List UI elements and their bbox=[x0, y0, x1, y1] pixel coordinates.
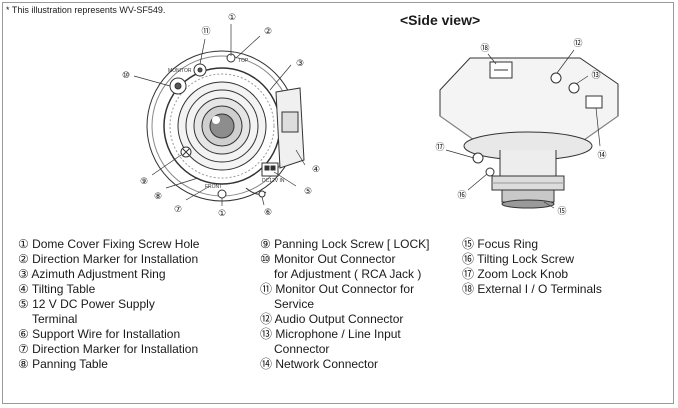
mic-in-connector bbox=[568, 82, 580, 94]
legend-item: ⑭ Network Connector bbox=[260, 357, 379, 371]
callout-1-bottom: ① bbox=[218, 209, 226, 219]
tilting-lock-screw bbox=[485, 167, 495, 177]
callout-14: ⑭ bbox=[597, 150, 606, 161]
legend-item: ⑮ Focus Ring bbox=[462, 237, 539, 251]
legend-item-continued: for Adjustment ( RCA Jack ) bbox=[274, 267, 422, 281]
dome-screw-hole-bottom bbox=[217, 189, 227, 199]
callout-5: ⑤ bbox=[304, 187, 312, 197]
callout-8: ⑧ bbox=[154, 192, 162, 202]
illustration-note: * This illustration represents WV-SF549. bbox=[6, 5, 166, 15]
legend-item: ① Dome Cover Fixing Screw Hole bbox=[18, 237, 200, 251]
audio-out-connector bbox=[550, 72, 562, 84]
legend-item: ⑰ Zoom Lock Knob bbox=[462, 267, 569, 281]
callout-2: ② bbox=[264, 27, 272, 37]
legend-column-1: ① Dome Cover Fixing Screw Hole ② Directi… bbox=[18, 237, 199, 372]
front-callouts: ① ② ③ ④ ⑤ ⑥ ① ⑦ ⑧ ⑨ ⑩ ⑪ bbox=[122, 13, 320, 219]
legend-column-3: ⑮ Focus Ring ⑯ Tilting Lock Screw ⑰ Zoom… bbox=[462, 237, 602, 297]
dc-label: DC12V IN bbox=[262, 178, 285, 184]
callout-11: ⑪ bbox=[201, 26, 210, 37]
legend-item-continued: Terminal bbox=[32, 312, 78, 326]
callout-3: ③ bbox=[296, 59, 304, 69]
legend-item: ⑯ Tilting Lock Screw bbox=[462, 252, 575, 266]
legend-item: ③ Azimuth Adjustment Ring bbox=[18, 267, 166, 281]
legend-item: ⑪ Monitor Out Connector for bbox=[260, 282, 415, 296]
callout-18: ⑱ bbox=[480, 43, 489, 54]
legend-item: ⑤ 12 V DC Power Supply bbox=[18, 297, 155, 311]
top-label: TOP bbox=[238, 58, 249, 64]
figure-frame bbox=[2, 2, 674, 404]
legend-item: ⑨ Panning Lock Screw [ LOCK] bbox=[260, 237, 430, 251]
callout-17: ⑰ bbox=[435, 142, 444, 153]
callout-12: ⑫ bbox=[573, 38, 582, 49]
front-view-camera bbox=[146, 50, 305, 202]
legend-item: ⑫ Audio Output Connector bbox=[260, 312, 404, 326]
legend-item: ⑧ Panning Table bbox=[18, 357, 108, 371]
side-view-heading: <Side view> bbox=[400, 12, 481, 28]
callout-10: ⑩ bbox=[122, 71, 130, 81]
callout-16: ⑯ bbox=[457, 190, 466, 201]
legend-item: ② Direction Marker for Installation bbox=[18, 252, 199, 266]
legend-item-continued: Connector bbox=[274, 342, 330, 356]
callout-1-top: ① bbox=[228, 13, 236, 23]
dc-terminal bbox=[261, 162, 279, 177]
legend-item: ⑱ External I / O Terminals bbox=[462, 282, 602, 296]
front-label: FRONT bbox=[205, 184, 222, 190]
monitor-label: MONITOR bbox=[168, 68, 192, 74]
zoom-lock-knob bbox=[472, 152, 484, 164]
front-part-labels: MONITOR FRONT TOP DC12V IN bbox=[168, 58, 285, 190]
legend-item: ⑬ Microphone / Line Input bbox=[260, 327, 401, 341]
legend-item: ⑩ Monitor Out Connector bbox=[260, 252, 396, 266]
callout-7: ⑦ bbox=[174, 205, 182, 215]
side-view-camera bbox=[439, 57, 619, 209]
legend-column-2: ⑨ Panning Lock Screw [ LOCK] ⑩ Monitor O… bbox=[260, 237, 430, 372]
network-connector bbox=[585, 95, 603, 109]
callout-6: ⑥ bbox=[264, 208, 272, 218]
legend-item: ⑥ Support Wire for Installation bbox=[18, 327, 181, 341]
legend-item-continued: Service bbox=[274, 297, 315, 311]
front-leader-lines bbox=[133, 24, 306, 206]
callout-9: ⑨ bbox=[140, 177, 148, 187]
side-callouts: ⑱ ⑫ ⑬ ⑭ ⑮ ⑯ ⑰ bbox=[435, 38, 606, 217]
side-leader-lines bbox=[445, 49, 601, 209]
legend-item: ④ Tilting Table bbox=[18, 282, 96, 296]
legend-item: ⑦ Direction Marker for Installation bbox=[18, 342, 199, 356]
callout-15: ⑮ bbox=[557, 206, 566, 217]
callout-4: ④ bbox=[312, 165, 320, 175]
callout-13: ⑬ bbox=[591, 70, 600, 81]
